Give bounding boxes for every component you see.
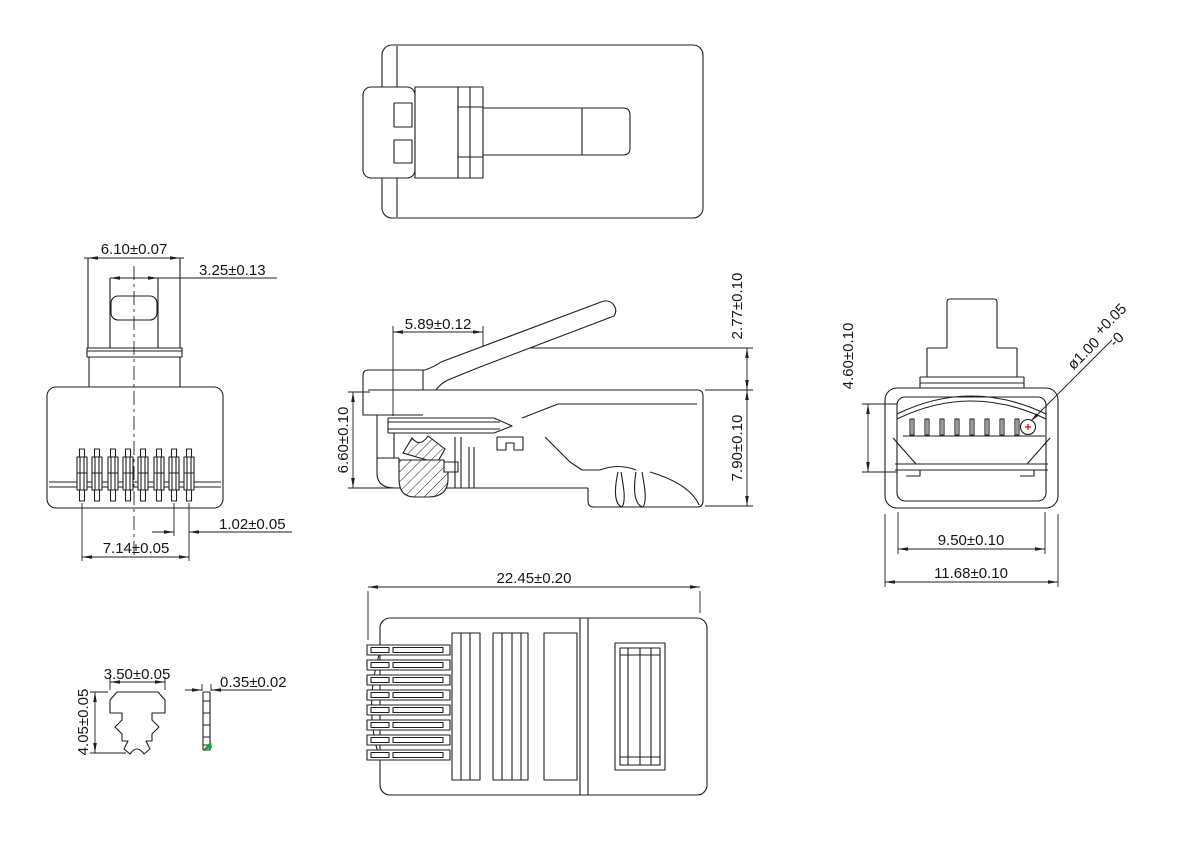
- front-view-contact-pins: [76, 448, 195, 502]
- rear-view-cavity: [896, 396, 1047, 502]
- side-view-cable-curl-1: [614, 471, 625, 508]
- dim-rear-wire-hole-diameter: ø1.00: [1064, 334, 1103, 373]
- dim-contact-height: 4.05±0.05: [75, 689, 92, 756]
- side-view-contact-hatched-upper: [402, 435, 446, 464]
- contact-blade-detail: 0.35±0.02: [185, 674, 287, 751]
- blade-green-marker: [203, 741, 212, 750]
- side-view-cable-curl-2: [634, 471, 646, 508]
- blade-shape: [202, 691, 211, 751]
- contact-cross-section-detail: 3.50±0.05 4.05±0.05: [75, 666, 170, 755]
- rear-view-cavity-arc: [896, 395, 1047, 420]
- bottom-view-rib-strips: [451, 632, 578, 781]
- top-view-latch-base: [414, 86, 459, 179]
- front-view: 6.10±0.07 3.25±0.13 1.02±0.05 7.14±0.05: [46, 241, 292, 561]
- dim-front-contact-span: 7.14±0.05: [103, 540, 170, 557]
- bottom-view-boot-joint: [579, 618, 589, 795]
- side-view-latch-arm: [424, 300, 617, 391]
- rear-view: 4.60±0.10 ø1.00 +0.05 -0 9.50±0.10 11.68…: [840, 298, 1130, 587]
- bottom-view-boot-window: [614, 642, 666, 771]
- dim-side-overall-height: 7.90±0.10: [729, 415, 746, 482]
- side-view-contact-hatched-lower: [398, 459, 449, 498]
- bottom-view: 22.45±0.20: [366, 570, 708, 796]
- front-view-latch-flange: [86, 347, 183, 358]
- side-view-inner-notch: [496, 436, 524, 451]
- wire-hole-red-cross-marker: [1025, 424, 1031, 430]
- rear-view-funnel-lines: [892, 437, 1051, 477]
- top-view-latch-head: [362, 86, 416, 179]
- rear-view-body-outline: [884, 387, 1059, 509]
- dim-side-front-height: 6.60±0.10: [335, 407, 352, 474]
- top-view: [362, 44, 704, 219]
- side-view-cable-curve: [649, 471, 700, 506]
- front-view-latch-grip: [110, 295, 158, 321]
- front-view-body-outline: [46, 386, 224, 509]
- front-view-latch-sides: [87, 258, 181, 348]
- dim-side-latch-rise: 2.77±0.10: [729, 273, 746, 340]
- top-view-latch-hole-1: [393, 102, 413, 128]
- top-view-latch-arm: [482, 107, 631, 156]
- dim-rear-cavity-width: 9.50±0.10: [938, 532, 1005, 549]
- dim-side-latch-length: 5.89±0.12: [405, 316, 472, 333]
- dim-blade-thickness: 0.35±0.02: [220, 674, 287, 691]
- top-view-latch-hole-2: [393, 139, 413, 164]
- side-view-contact-blade: [387, 417, 513, 434]
- dim-front-latch-width: 6.10±0.07: [101, 241, 168, 258]
- dim-front-latch-tab-width: 3.25±0.13: [199, 262, 266, 279]
- dim-rear-cavity-height: 4.60±0.10: [840, 323, 857, 390]
- side-view-body-outline: [368, 389, 704, 508]
- side-view: 5.89±0.12 6.60±0.10 2.77±0.10 7.90±0.10: [335, 273, 753, 508]
- rear-view-latch-steps: [919, 347, 1025, 388]
- contact-cross-section-shape: [109, 691, 166, 755]
- dim-contact-width: 3.50±0.05: [104, 666, 171, 683]
- side-view-front-nose: [362, 369, 425, 416]
- rear-view-latch-tab: [946, 298, 998, 348]
- dim-bottom-overall-length: 22.45±0.20: [497, 570, 572, 587]
- rear-view-wire-slots: [903, 418, 1045, 437]
- dim-rear-body-width: 11.68±0.10: [934, 565, 1008, 582]
- dim-front-contact-pitch: 1.02±0.05: [219, 516, 286, 533]
